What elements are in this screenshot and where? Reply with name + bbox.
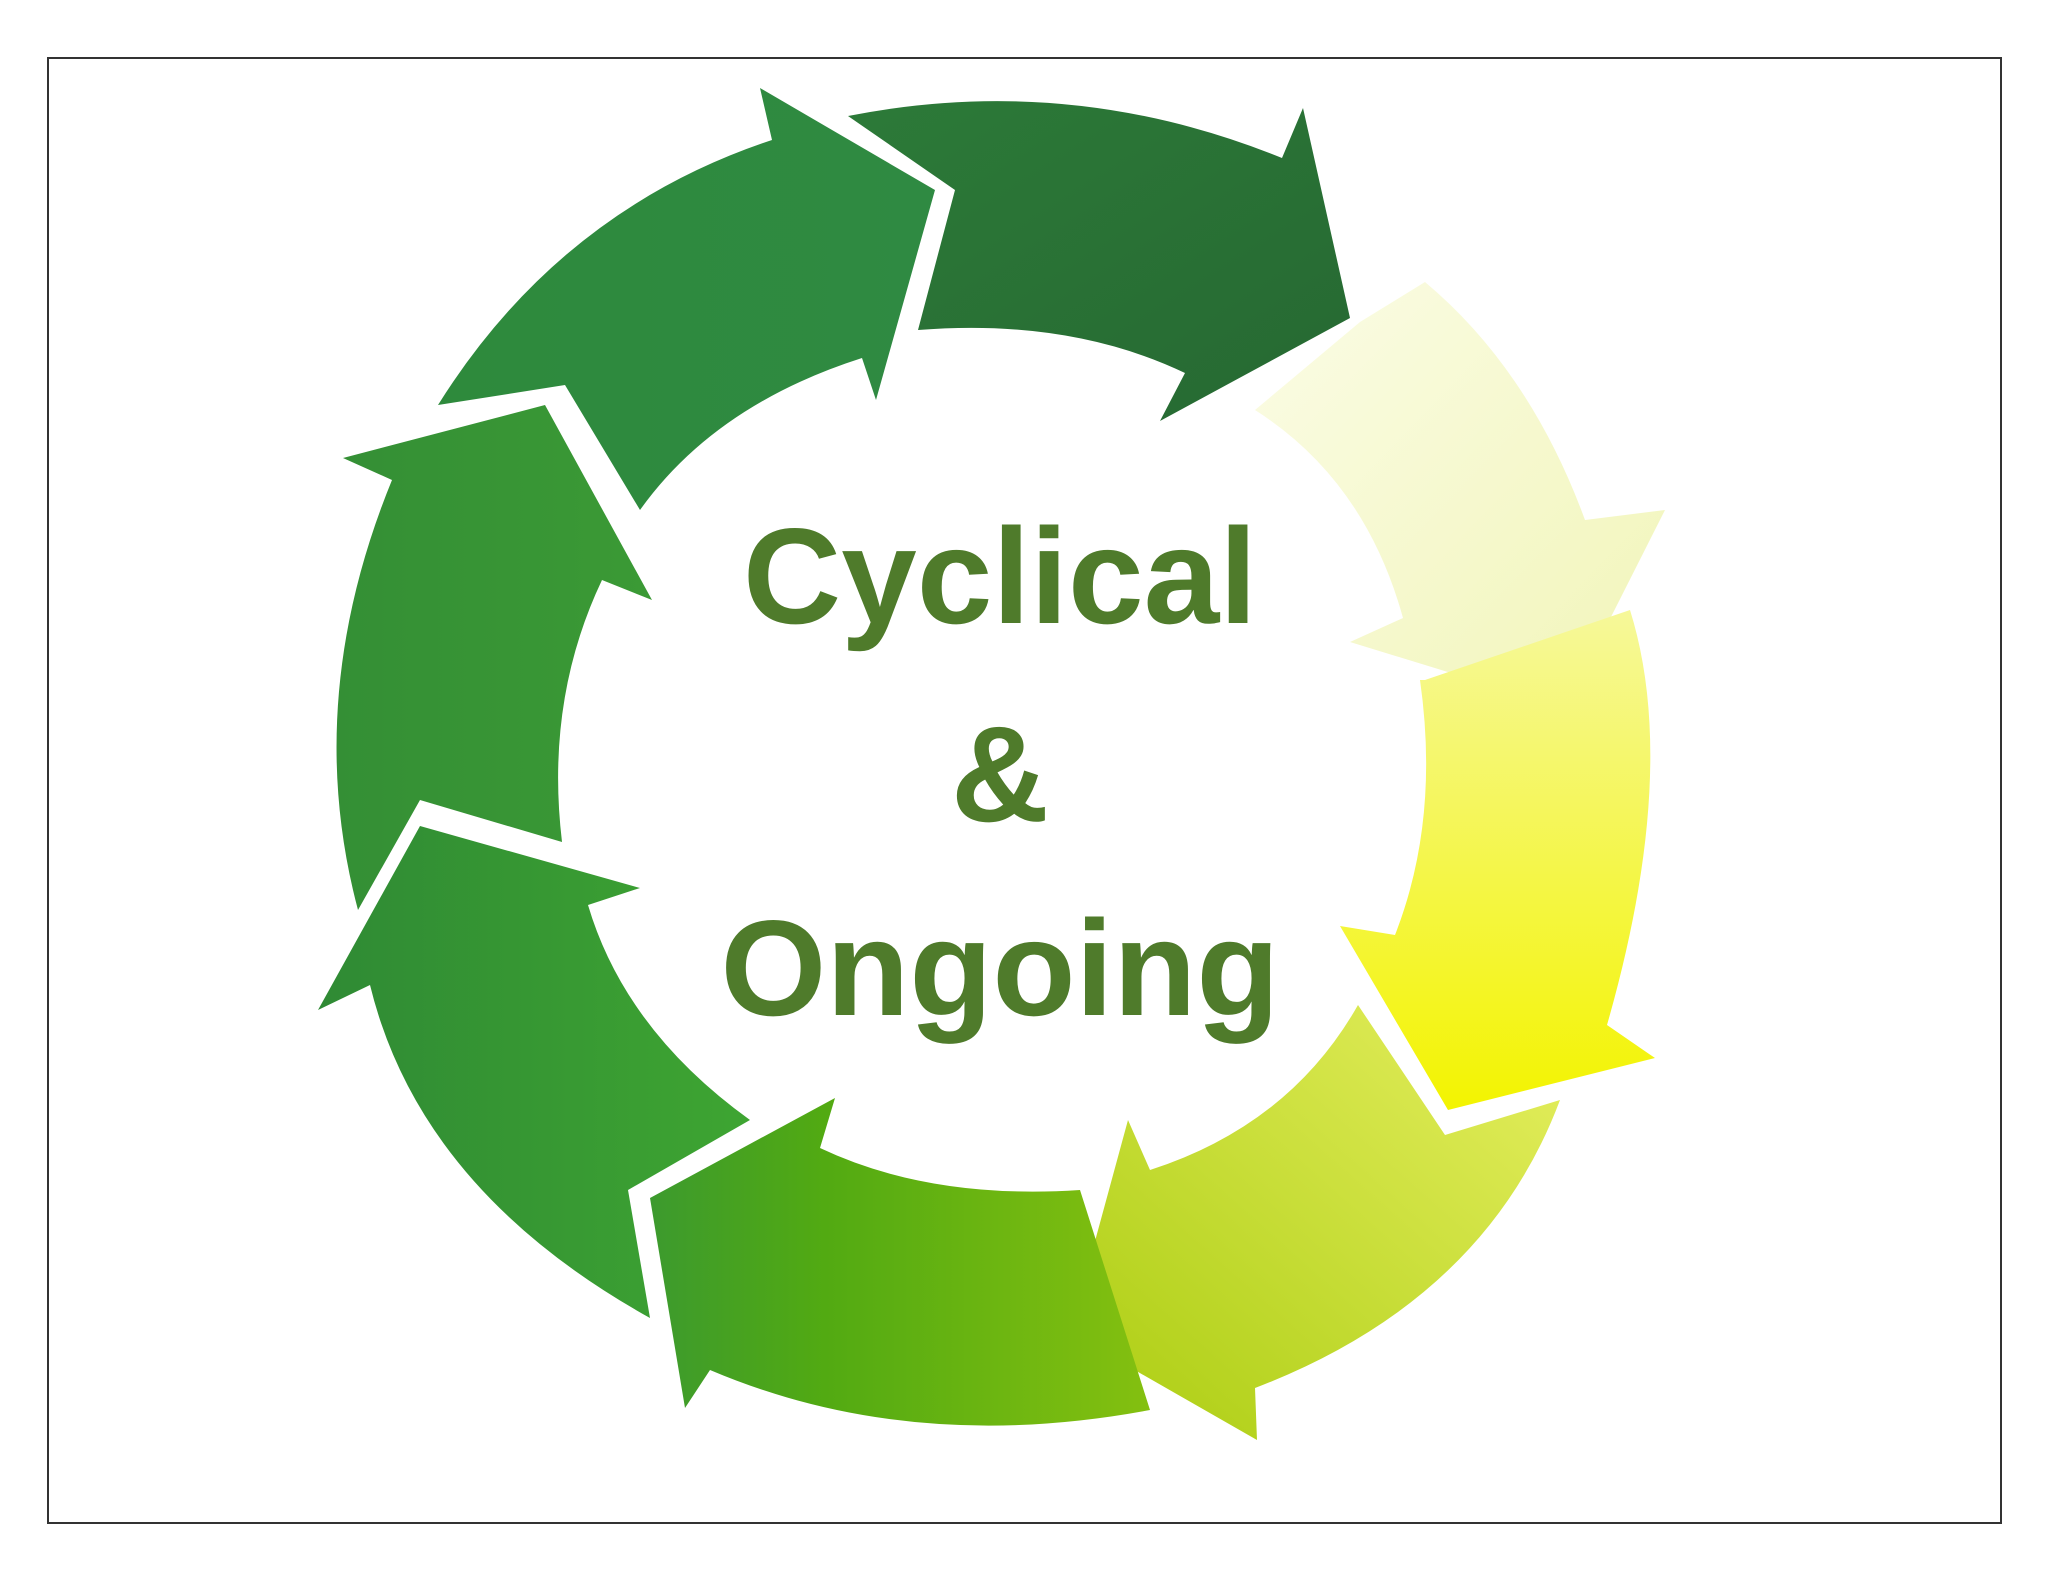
arrow-lower-left [318, 826, 750, 1318]
arrow-right [1340, 610, 1655, 1110]
arrow-bottom [650, 1098, 1150, 1426]
arrow-upper-right [1255, 282, 1665, 708]
diagram-title-ampersand: & [950, 698, 1050, 850]
arrow-left [336, 405, 652, 910]
arrow-lower-right [1070, 1005, 1560, 1440]
diagram-title-line-1: Cyclical [742, 500, 1258, 652]
diagram-title-line-2: Ongoing [720, 892, 1280, 1044]
arrow-top [848, 101, 1350, 421]
arrow-upper-left [438, 88, 935, 510]
diagram-frame [47, 57, 2002, 1524]
